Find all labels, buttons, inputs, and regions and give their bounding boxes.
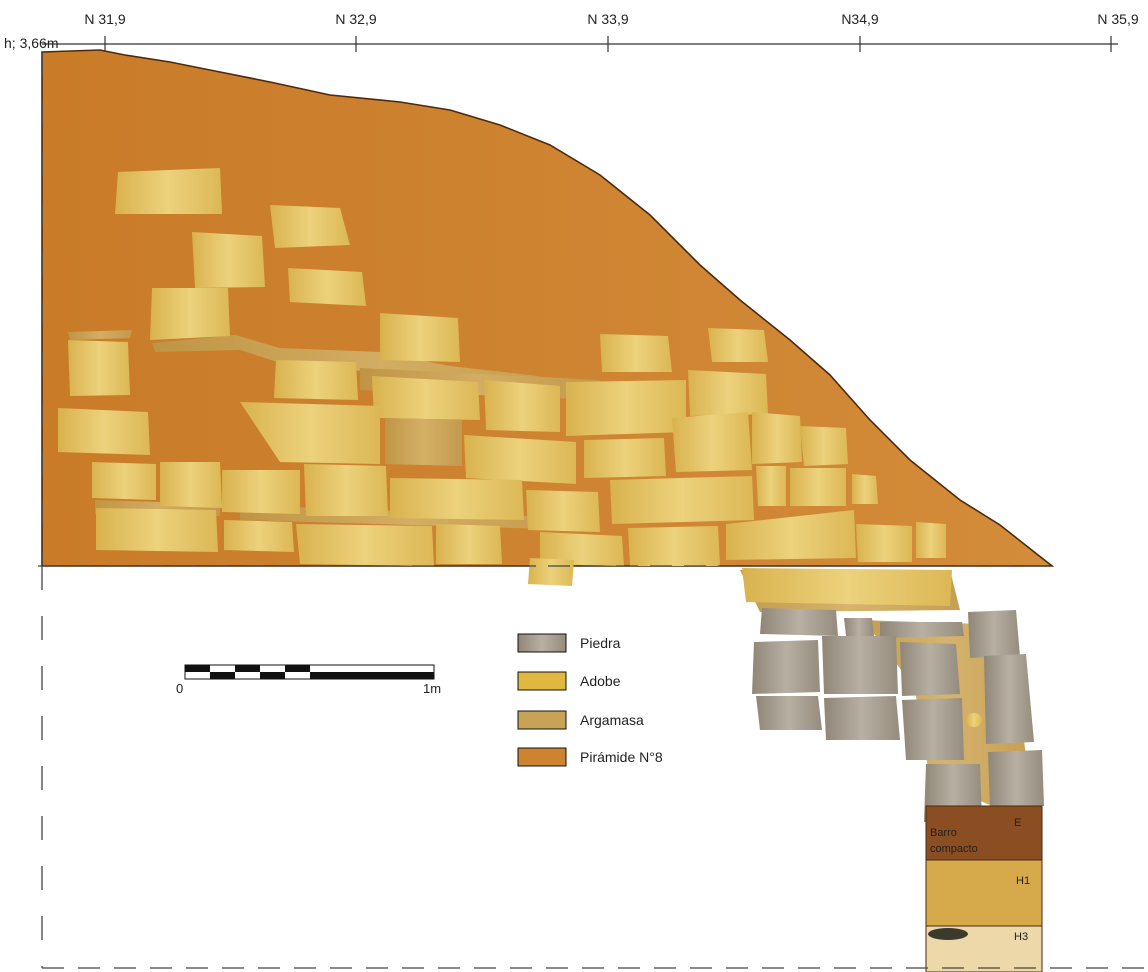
tick-label: N 35,9 [1097, 11, 1138, 27]
mortar-spot [966, 713, 982, 727]
legend-label-adobe: Adobe [580, 673, 621, 689]
legend-label-piramide: Pirámide N°8 [580, 749, 663, 765]
legend-swatch-argamasa [517, 710, 567, 730]
legend-label-argamasa: Argamasa [580, 712, 644, 728]
reference-lines [38, 52, 1148, 969]
tick-label: N34,9 [841, 11, 879, 27]
legend: Piedra Adobe Argamasa Pirámide N°8 [517, 633, 663, 767]
height-label: h; 3,66m [4, 35, 58, 51]
legend-swatch-piedra [517, 633, 567, 653]
layer-label-barro: Barro [930, 827, 957, 839]
legend-swatch-adobe [517, 671, 567, 691]
legend-swatch-piramide [517, 747, 567, 767]
layer-label-e: E [1014, 817, 1021, 829]
layer-label-h3: H3 [1014, 931, 1028, 943]
layer-label-h1: H1 [1016, 875, 1030, 887]
top-axis: N 31,9 N 32,9 N 33,9 N34,9 N 35,9 h; 3,6… [4, 11, 1139, 52]
scale-bar: 0 1m [176, 664, 441, 696]
tick-label: N 33,9 [587, 11, 628, 27]
tick-label: N 32,9 [335, 11, 376, 27]
strata-column: E Barro compacto H1 H3 [925, 805, 1043, 972]
adobe-bricks [58, 168, 952, 606]
layer-label-compacto: compacto [930, 843, 978, 855]
legend-label-piedra: Piedra [580, 635, 621, 651]
tick-label: N 31,9 [84, 11, 125, 27]
scale-end-label: 1m [423, 681, 441, 696]
scale-start-label: 0 [176, 681, 183, 696]
